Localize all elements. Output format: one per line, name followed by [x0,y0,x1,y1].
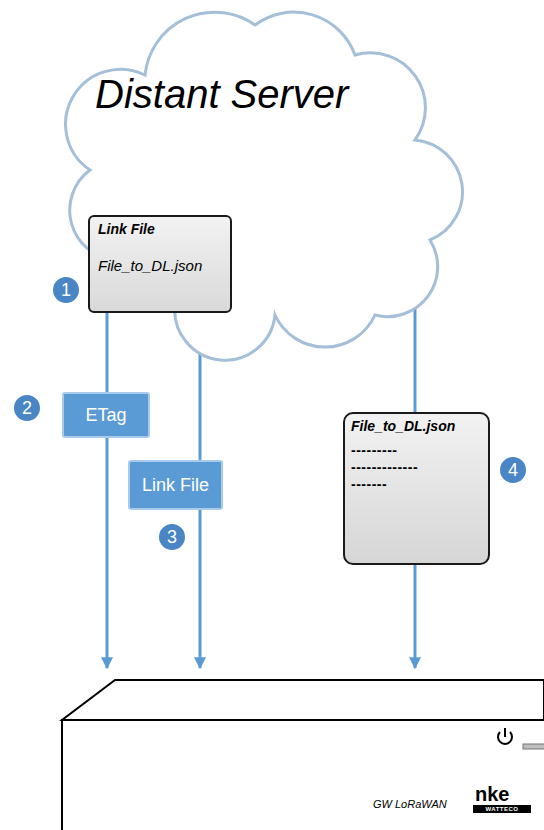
box-text: File_to_DL.json [98,257,222,274]
power-symbol [498,728,512,744]
box-title: File_to_DL.json [351,418,480,434]
brand-subtitle: WATTECO [485,806,518,812]
logo-bar: WATTECO [473,805,531,813]
gateway-housing [55,668,544,830]
server-cloud: Distant ServerLink FileFile_to_DL.json [45,0,435,330]
antenna-stub [523,744,544,749]
arrow-line [106,313,109,392]
etag-box: ETag [62,392,150,438]
arrow-line [414,565,417,668]
callout-number: 4 [498,455,528,485]
gateway-box: GW LoRaWAN nkeWATTECO [55,668,544,830]
callout-number: 2 [12,393,42,423]
box-text: ------- [351,476,480,493]
box-text: --------- [351,442,480,459]
box-text: ------------- [351,459,480,476]
box-title: ETag [85,405,126,426]
box-title: Link File [98,221,222,237]
arrow-line [414,302,417,412]
device-name: GW LoRaWAN [373,798,447,810]
box-title: Link File [142,475,209,496]
callout-number: 3 [157,522,187,552]
link-file-message: Link File [128,460,223,510]
brand-logo: nke [475,784,509,804]
arrow-line [106,438,109,668]
json-file-box: File_to_DL.json-------------------------… [343,412,490,565]
arrow-line [199,510,202,668]
link-file-box: Link FileFile_to_DL.json [88,215,232,313]
callout-number: 1 [51,275,81,305]
cloud-title: Distant Server [95,62,315,126]
